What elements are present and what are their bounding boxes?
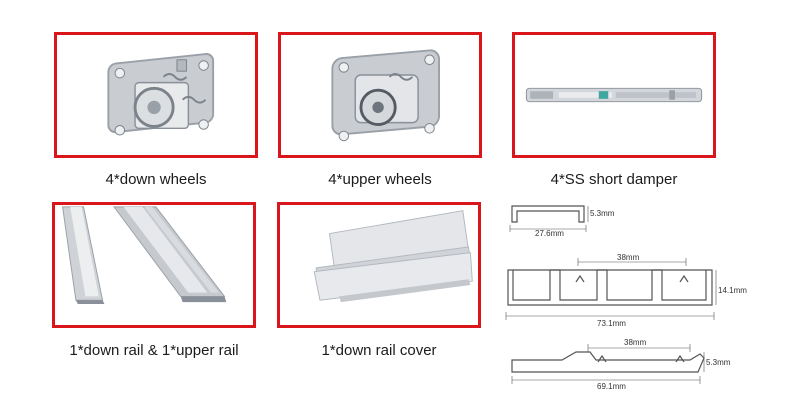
down-rail-height-label: 14.1mm (718, 286, 747, 295)
damper-icon (525, 87, 703, 103)
upper-rail-profile (511, 205, 585, 223)
caption-rails: 1*down rail & 1*upper rail (69, 342, 239, 359)
rail-cover-track-label: 38mm (624, 338, 647, 347)
dimension-drawings: 27.6mm 5.3mm 38mm 14.1mm 73.1mm (490, 190, 790, 413)
rail-cover-profile (511, 351, 705, 373)
upper-rail-width-label: 27.6mm (535, 229, 564, 238)
down-rail-profile (507, 269, 713, 306)
rail-cover-height-label: 5.3mm (706, 358, 731, 367)
rail-icon (62, 206, 227, 305)
rail-cover-width-label: 69.1mm (597, 382, 626, 391)
product-card-damper (512, 32, 716, 158)
caption-rail-cover: 1*down rail cover (321, 342, 437, 359)
caption-upper-wheels: 4*upper wheels (328, 171, 432, 188)
product-card-down-wheels (54, 32, 258, 158)
product-card-upper-wheels (278, 32, 482, 158)
caption-down-wheels: 4*down wheels (105, 171, 207, 188)
upper-wheel-icon (331, 49, 440, 142)
product-card-rails (52, 202, 256, 328)
upper-rail-height-label: 5.3mm (590, 209, 615, 218)
caption-damper: 4*SS short damper (550, 171, 678, 188)
down-rail-track-label: 38mm (617, 253, 640, 262)
product-card-rail-cover (277, 202, 481, 328)
down-wheel-icon (107, 53, 215, 136)
down-rail-width-label: 73.1mm (597, 319, 626, 328)
rail-cover-icon (313, 210, 473, 303)
